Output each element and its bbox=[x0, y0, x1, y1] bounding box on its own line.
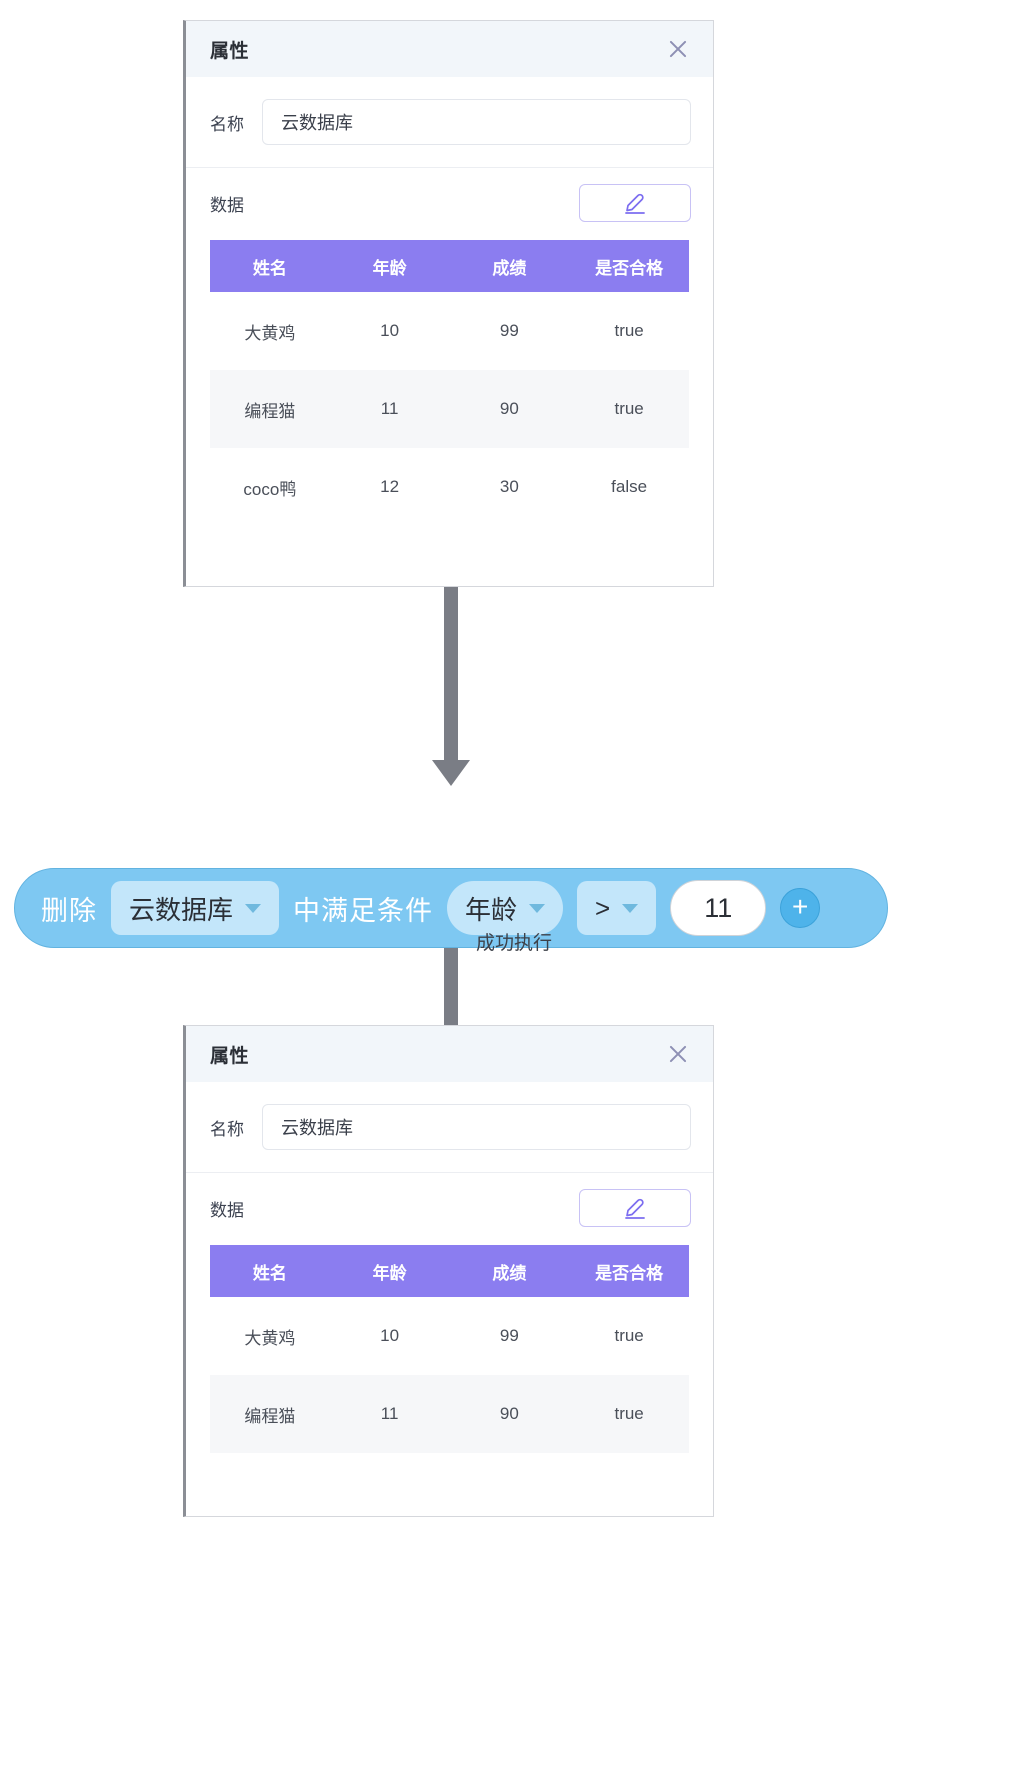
edit-data-button[interactable] bbox=[579, 184, 691, 222]
data-label: 数据 bbox=[210, 1200, 244, 1220]
page-title: 属性 bbox=[210, 40, 250, 62]
table-column-header: 姓名 bbox=[210, 1245, 330, 1297]
operator-dropdown-label: > bbox=[595, 892, 611, 923]
operator-dropdown[interactable]: > bbox=[577, 881, 657, 935]
table-cell: 大黄鸡 bbox=[210, 292, 330, 370]
table-cell: 99 bbox=[449, 1297, 570, 1375]
table-cell: 大黄鸡 bbox=[210, 1297, 330, 1375]
table-cell: 编程猫 bbox=[210, 370, 330, 448]
table-column-header: 成绩 bbox=[449, 240, 570, 292]
chevron-down-icon bbox=[529, 903, 546, 913]
table-column-header: 是否合格 bbox=[569, 1245, 689, 1297]
table-row: 大黄鸡 10 99 true bbox=[210, 1297, 689, 1375]
name-field-row: 名称 云数据库 bbox=[186, 1082, 713, 1173]
table-cell: true bbox=[569, 1375, 689, 1453]
table-row: coco鸭 12 30 false bbox=[210, 448, 689, 526]
table-cell: true bbox=[569, 370, 689, 448]
table-column-header: 成绩 bbox=[449, 1245, 570, 1297]
name-label: 名称 bbox=[210, 114, 244, 134]
table-column-header: 姓名 bbox=[210, 240, 330, 292]
table-cell: false bbox=[569, 448, 689, 526]
table-cell: 90 bbox=[449, 370, 570, 448]
table-cell: 90 bbox=[449, 1375, 570, 1453]
table-column-header: 年龄 bbox=[329, 1245, 450, 1297]
table-cell: 12 bbox=[329, 448, 450, 526]
command-block: 删除 云数据库 中满足条件 年龄 > 11 bbox=[14, 868, 888, 948]
plus-icon[interactable] bbox=[780, 888, 821, 928]
table-cell: 10 bbox=[329, 292, 450, 370]
name-input[interactable]: 云数据库 bbox=[262, 99, 691, 145]
table-row: 编程猫 11 90 true bbox=[210, 1375, 689, 1453]
properties-panel-before: 属性 名称 云数据库 数据 姓名 年龄 成绩 是否合格 大黄鸡 10 bbox=[183, 20, 714, 587]
table-cell: 11 bbox=[329, 1375, 450, 1453]
table-cell: 编程猫 bbox=[210, 1375, 330, 1453]
data-table: 姓名 年龄 成绩 是否合格 大黄鸡 10 99 true 编程猫 11 90 t… bbox=[210, 240, 689, 526]
data-table: 姓名 年龄 成绩 是否合格 大黄鸡 10 99 true 编程猫 11 90 t… bbox=[210, 1245, 689, 1453]
value-input[interactable]: 11 bbox=[670, 880, 767, 936]
pencil-icon bbox=[625, 1198, 645, 1219]
source-dropdown[interactable]: 云数据库 bbox=[111, 881, 280, 935]
table-cell: 99 bbox=[449, 292, 570, 370]
table-cell: true bbox=[569, 292, 689, 370]
flow-arrow-shaft-1 bbox=[444, 587, 458, 767]
close-icon[interactable] bbox=[665, 36, 691, 62]
panel-header: 属性 bbox=[186, 21, 713, 77]
table-header-row: 姓名 年龄 成绩 是否合格 bbox=[210, 240, 689, 292]
table-cell: 10 bbox=[329, 1297, 450, 1375]
panel-header: 属性 bbox=[186, 1026, 713, 1082]
name-label: 名称 bbox=[210, 1119, 244, 1139]
command-verb-label: 删除 bbox=[41, 895, 97, 926]
table-column-header: 是否合格 bbox=[569, 240, 689, 292]
pencil-icon bbox=[625, 193, 645, 214]
chevron-down-icon bbox=[245, 903, 262, 913]
chevron-down-icon bbox=[622, 903, 639, 913]
table-header-row: 姓名 年龄 成绩 是否合格 bbox=[210, 1245, 689, 1297]
field-dropdown-label: 年龄 bbox=[465, 894, 518, 925]
field-dropdown[interactable]: 年龄 bbox=[447, 881, 564, 935]
flow-success-label: 成功执行 bbox=[476, 933, 553, 954]
table-row: 编程猫 11 90 true bbox=[210, 370, 689, 448]
table-row: 大黄鸡 10 99 true bbox=[210, 292, 689, 370]
properties-panel-after: 属性 名称 云数据库 数据 姓名 年龄 成绩 是否合格 大黄鸡 10 bbox=[183, 1025, 714, 1517]
table-column-header: 年龄 bbox=[329, 240, 450, 292]
data-section-row: 数据 bbox=[186, 1173, 713, 1239]
table-cell: coco鸭 bbox=[210, 448, 330, 526]
data-label: 数据 bbox=[210, 195, 244, 215]
table-cell: true bbox=[569, 1297, 689, 1375]
page-title: 属性 bbox=[210, 1045, 250, 1067]
close-icon[interactable] bbox=[665, 1041, 691, 1067]
data-section-row: 数据 bbox=[186, 168, 713, 234]
edit-data-button[interactable] bbox=[579, 1189, 691, 1227]
command-condition-label: 中满足条件 bbox=[293, 895, 434, 926]
table-cell: 11 bbox=[329, 370, 450, 448]
table-cell: 30 bbox=[449, 448, 570, 526]
flow-arrow-head-1 bbox=[432, 760, 470, 786]
name-input[interactable]: 云数据库 bbox=[262, 1104, 691, 1150]
source-dropdown-label: 云数据库 bbox=[129, 894, 234, 925]
name-field-row: 名称 云数据库 bbox=[186, 77, 713, 168]
